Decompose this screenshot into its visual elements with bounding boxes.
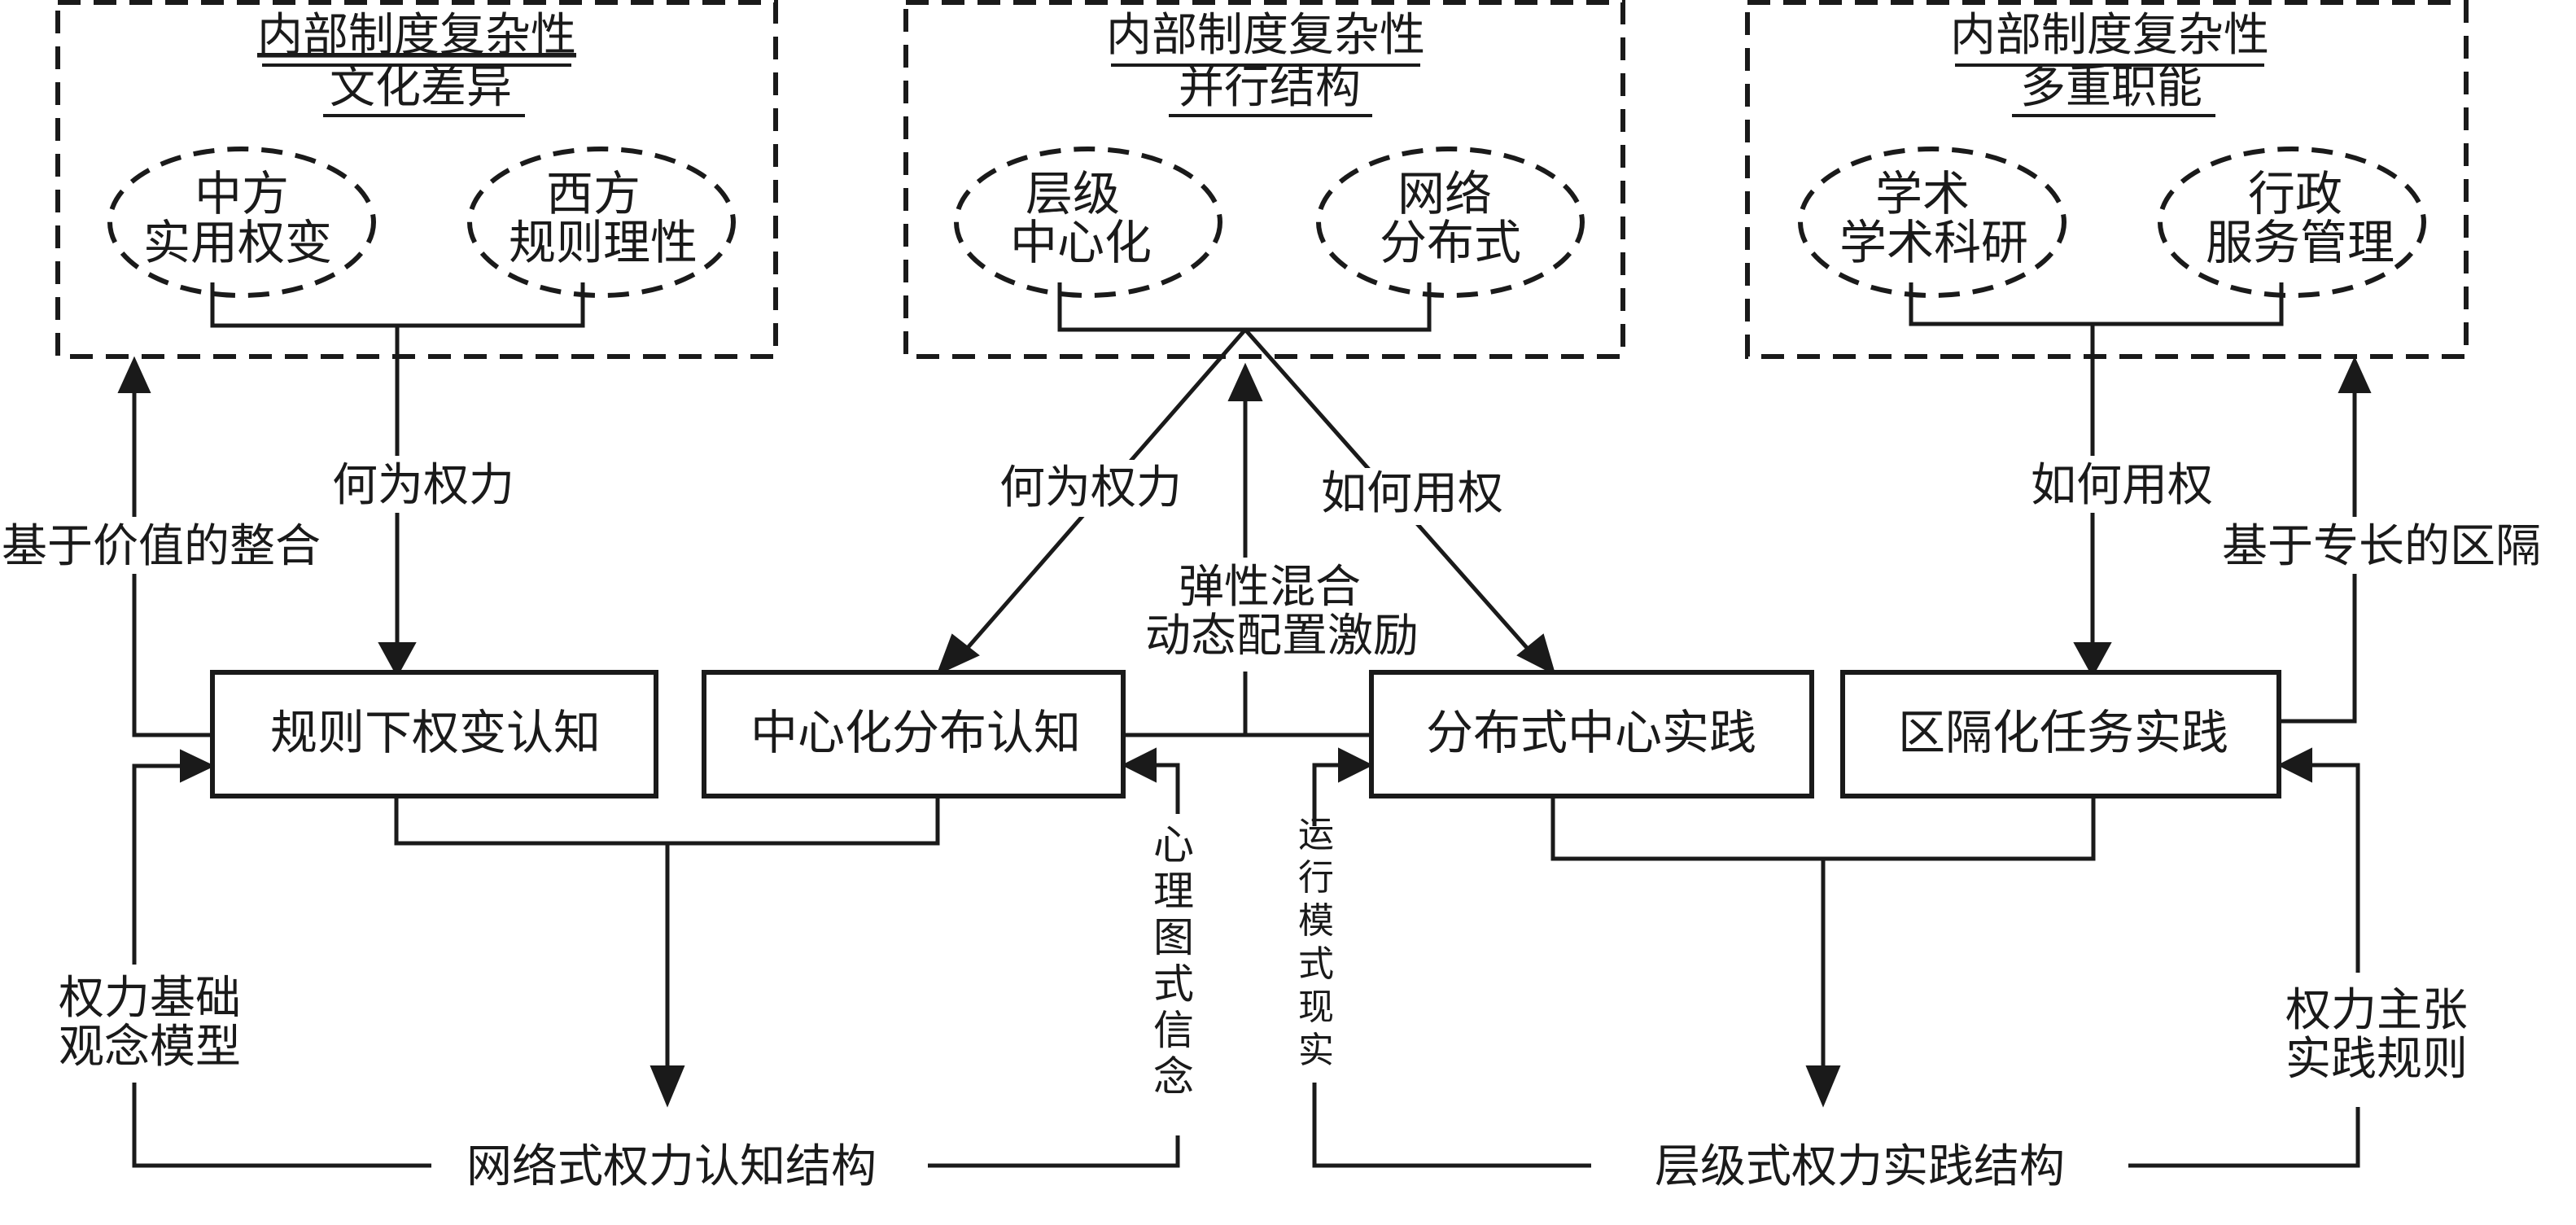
dashed-frame (55, 0, 778, 359)
label-mental-schema-belief: 心 理 图 式 信 念 (1153, 821, 1194, 1100)
arrow-down-right-icon (1516, 633, 1556, 676)
label-what-is-power-mid: 何为权力 (999, 462, 1182, 514)
box-compartmentalized-task-practice: 区隔化任务实践 (1840, 670, 2281, 798)
label-how-to-use-power-right: 如何用权 (2031, 459, 2213, 512)
arrow-left-icon (1121, 747, 1157, 783)
ellipse-label-line1: 网络 (1397, 166, 1492, 221)
operation-reality-line (1312, 763, 1347, 826)
ellipse-hierarchical (954, 147, 1222, 298)
label-expertise-based-separation: 基于专长的区隔 (2222, 520, 2541, 573)
svg-text:式: 式 (1153, 960, 1194, 1008)
arrow-down-icon (649, 1065, 685, 1108)
ellipse-label-line2: 分布式 (1380, 215, 1521, 270)
box-rule-contingent-cognition: 规则下权变认知 (210, 670, 658, 798)
group-cultural-difference: 内部制度复杂性 文化差异 中方 实用权变 西方 规则理性 (55, 0, 778, 359)
svg-text:行: 行 (1298, 857, 1334, 899)
arrow-right-icon (180, 749, 216, 783)
ellipse-academic (1798, 147, 2066, 298)
svg-text:信: 信 (1153, 1007, 1194, 1054)
svg-text:理: 理 (1153, 868, 1194, 915)
group-title: 内部制度复杂性 (1950, 9, 2269, 62)
dashed-frame (903, 0, 1625, 359)
bottom-left-loop-right (928, 1135, 1180, 1168)
arrow-up-icon (1227, 362, 1263, 401)
svg-text:模: 模 (1298, 900, 1334, 942)
ellipse-western (467, 147, 736, 298)
label-hierarchical-practice-structure: 层级式权力实践结构 (1655, 1140, 2065, 1193)
ellipse-label-line1: 层级 (1026, 166, 1120, 221)
label-operation-mode-reality: 运 行 模 式 现 实 (1298, 814, 1334, 1071)
svg-text:现: 现 (1298, 987, 1334, 1028)
arrow-up-icon (2338, 356, 2372, 393)
ellipse-label-line2: 中心化 (1010, 215, 1152, 270)
group-title: 内部制度复杂性 (257, 9, 576, 62)
mental-schema-line (1148, 763, 1180, 814)
bottom-right-loop-left (1312, 1083, 1591, 1168)
arrow-up-icon (117, 356, 151, 393)
box-centralized-distributed-cognition: 中心化分布认知 (702, 670, 1126, 798)
label-network-cognition-structure: 网络式权力认知结构 (466, 1140, 877, 1193)
arrow-down-icon (1805, 1065, 1841, 1108)
group-subtitle: 文化差异 (330, 61, 512, 114)
ellipse-label-line2: 学术科研 (1839, 215, 2028, 270)
svg-text:心: 心 (1153, 821, 1194, 868)
svg-text:念: 念 (1153, 1053, 1194, 1100)
box-label: 分布式中心实践 (1426, 705, 1756, 760)
label-what-is-power-left: 何为权力 (332, 459, 514, 512)
arrow-down-icon (378, 642, 417, 678)
edge-right-up (2279, 383, 2357, 724)
svg-text:式: 式 (1298, 943, 1334, 985)
label-power-claim: 权力主张 (2285, 984, 2468, 1037)
bottom-right-loop-right (2128, 1107, 2360, 1168)
label-concept-model: 观念模型 (59, 1021, 241, 1074)
box-label: 区隔化任务实践 (1898, 705, 2228, 760)
svg-text:实: 实 (1298, 1030, 1334, 1071)
label-flexible-mix: 弹性混合 (1179, 561, 1361, 614)
bracket-connector (1909, 282, 2284, 326)
ellipse-label-line1: 中方 (195, 166, 289, 221)
arrow-left-icon (2276, 747, 2312, 783)
group-subtitle: 多重职能 (2020, 61, 2202, 114)
edge-left-up (132, 383, 212, 737)
svg-text:图: 图 (1153, 914, 1194, 961)
label-dynamic-incentive: 动态配置激励 (1145, 610, 1419, 663)
ellipse-label-line2: 服务管理 (2206, 215, 2394, 270)
bracket-practice (1550, 796, 2096, 861)
ellipse-label-line2: 实用权变 (143, 215, 332, 270)
label-power-basis: 权力基础 (59, 972, 241, 1025)
box-label: 中心化分布认知 (750, 705, 1081, 760)
arrow-down-icon (2073, 642, 2112, 678)
group-title: 内部制度复杂性 (1106, 9, 1425, 62)
ellipse-label-line1: 学术 (1875, 166, 1970, 221)
ellipse-administrative (2158, 147, 2426, 298)
label-how-to-use-power-mid: 如何用权 (1321, 467, 1503, 520)
ellipse-label-line1: 西方 (546, 166, 641, 221)
label-value-based-integration: 基于价值的整合 (2, 520, 321, 573)
ellipse-chinese (107, 147, 376, 298)
svg-text:运: 运 (1298, 814, 1334, 855)
arrow-down-left-icon (936, 633, 980, 676)
dashed-frame (1745, 0, 2469, 359)
group-multiple-functions: 内部制度复杂性 多重职能 学术 学术科研 行政 服务管理 (1745, 0, 2469, 359)
ellipse-network (1316, 147, 1585, 298)
arrow-right-icon (1338, 747, 1374, 783)
power-claim-line (2305, 763, 2360, 973)
bracket-cognition (394, 796, 940, 846)
box-distributed-central-practice: 分布式中心实践 (1369, 670, 1814, 798)
ellipse-label-line1: 行政 (2248, 166, 2342, 221)
label-practice-rules: 实践规则 (2285, 1033, 2468, 1086)
group-parallel-structure: 内部制度复杂性 并行结构 层级 中心化 网络 分布式 (903, 0, 1625, 359)
box-label: 规则下权变认知 (270, 705, 601, 760)
group-subtitle: 并行结构 (1179, 61, 1361, 114)
ellipse-label-line2: 规则理性 (509, 215, 698, 270)
